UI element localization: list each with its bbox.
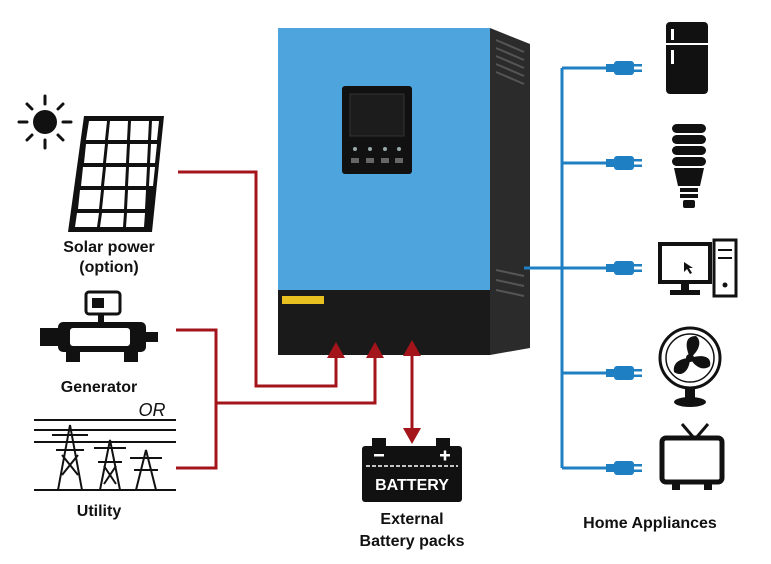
generator-icon xyxy=(40,290,158,362)
battery-icon: BATTERY xyxy=(362,438,462,502)
solar-label: Solar power xyxy=(63,239,155,256)
lcd-screen xyxy=(349,93,405,137)
fridge-icon xyxy=(666,22,708,94)
external-label: External xyxy=(380,511,444,528)
battery-label: BATTERY xyxy=(375,477,449,494)
solar-line xyxy=(178,170,338,388)
control-buttons xyxy=(351,158,403,163)
solar-option-label: (option) xyxy=(79,259,139,276)
inverter-side-panel xyxy=(490,28,530,355)
inverter-vents xyxy=(495,39,525,297)
power-tower-icon xyxy=(34,419,176,491)
solar-panel-icon xyxy=(68,116,164,232)
utility-line xyxy=(176,403,218,470)
sun-icon xyxy=(17,94,73,150)
home-appliances-label: Home Appliances xyxy=(583,515,717,532)
battery-packs-label: Battery packs xyxy=(359,533,465,550)
generator-label: Generator xyxy=(60,379,138,396)
output-power-lines xyxy=(524,66,606,470)
or-label: OR xyxy=(138,400,166,420)
input-power-lines xyxy=(176,170,414,470)
input-arrowheads xyxy=(327,340,421,444)
inverter xyxy=(278,28,530,355)
computer-icon xyxy=(658,238,738,298)
warning-sticker xyxy=(282,296,324,304)
status-leds xyxy=(353,147,401,151)
plug-icon xyxy=(606,61,642,475)
energy-saving-bulb-icon xyxy=(672,124,706,208)
fan-icon xyxy=(658,326,722,407)
utility-label: Utility xyxy=(76,503,122,520)
tv-icon xyxy=(659,423,725,490)
